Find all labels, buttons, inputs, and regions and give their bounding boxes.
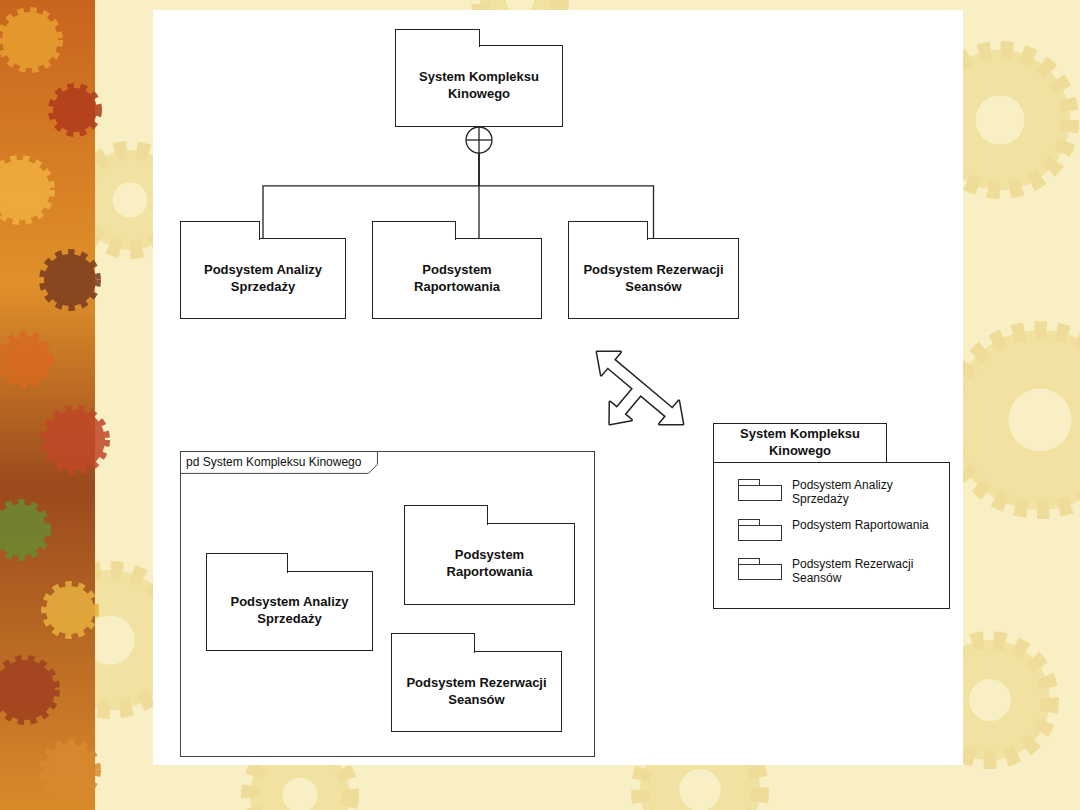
gear-hole — [1009, 389, 1072, 452]
strip-gear — [44, 744, 96, 796]
package-entry: Podsystem Analizy Sprzedaży — [738, 478, 943, 507]
strip-gear — [1, 336, 49, 384]
gear-hole — [283, 778, 318, 810]
containment-symbol — [466, 127, 492, 153]
package-entry: Podsystem Raportowania — [738, 518, 943, 541]
gear-texture — [40, 0, 1080, 810]
diagram-frame: pd System Kompleksu KinowegoPodsystem An… — [180, 451, 595, 757]
gear-hole — [113, 183, 148, 218]
package-container: System Kompleksu KinowegoPodsystem Anali… — [713, 423, 950, 609]
frame-label: pd System Kompleksu Kinowego — [186, 455, 361, 469]
package-icon-body — [738, 564, 782, 580]
package-icon-body — [738, 485, 782, 501]
strip-gear — [45, 410, 105, 470]
package-icon — [738, 558, 782, 580]
package-name: System Kompleksu Kinowego — [719, 426, 881, 460]
package-name: Podsystem Raportowania — [383, 262, 531, 296]
package-name: Podsystem Analizy Sprzedaży — [792, 478, 932, 507]
package-name: Podsystem Rezerwacji Seansów — [579, 262, 728, 296]
arrow-outline — [587, 341, 692, 436]
package-name: System Kompleksu Kinowego — [406, 69, 552, 103]
containment-circle — [466, 127, 492, 153]
package-tab — [180, 221, 260, 240]
frame-label-outline — [181, 452, 377, 473]
package-name: Podsystem Analizy Sprzedaży — [191, 262, 335, 296]
strip-gear — [53, 88, 97, 132]
strip-gear — [0, 504, 46, 556]
frame-label-box: pd System Kompleksu Kinowego — [181, 452, 377, 473]
gear-hole — [976, 96, 1025, 145]
containment-plus — [478, 127, 479, 153]
strip-gear — [0, 660, 55, 720]
package-box: Podsystem Raportowania — [404, 523, 575, 605]
equivalence-arrow — [567, 341, 693, 460]
package-tab — [395, 29, 480, 47]
package-icon — [738, 519, 782, 541]
package-box: Podsystem Rezerwacji Seansów — [568, 238, 739, 319]
arrow-fill — [587, 341, 692, 436]
package-name: Podsystem Rezerwacji Seansów — [402, 675, 551, 709]
package-tab — [206, 553, 288, 573]
package-box: Podsystem Rezerwacji Seansów — [391, 651, 562, 732]
package-name: Podsystem Raportowania — [415, 547, 564, 581]
gear-hole — [679, 769, 721, 810]
strip-gear — [0, 160, 50, 220]
package-box: Podsystem Analizy Sprzedaży — [180, 238, 346, 319]
package-name: Podsystem Analizy Sprzedaży — [217, 594, 362, 628]
gear-hole — [969, 679, 1011, 721]
package-tab: System Kompleksu Kinowego — [713, 423, 887, 463]
package-tab — [372, 221, 456, 240]
package-tab — [404, 505, 488, 525]
package-entry: Podsystem Rezerwacji Seansów — [738, 557, 943, 586]
package-box: Podsystem Raportowania — [372, 238, 542, 319]
package-icon — [738, 479, 782, 501]
gear-shape — [950, 330, 1080, 510]
package-box: Podsystem Analizy Sprzedaży — [206, 571, 373, 651]
strip-gear — [2, 12, 58, 68]
white-panel — [153, 10, 963, 765]
package-tab — [568, 221, 648, 240]
package-box: System Kompleksu Kinowego — [395, 45, 563, 127]
package-name: Podsystem Rezerwacji Seansów — [792, 557, 932, 586]
package-name: Podsystem Raportowania — [792, 518, 929, 532]
strip-gear — [46, 586, 94, 634]
strip-gear — [44, 254, 96, 306]
package-icon-body — [738, 525, 782, 541]
strip-gears — [0, 12, 105, 796]
package-tab — [391, 633, 475, 653]
